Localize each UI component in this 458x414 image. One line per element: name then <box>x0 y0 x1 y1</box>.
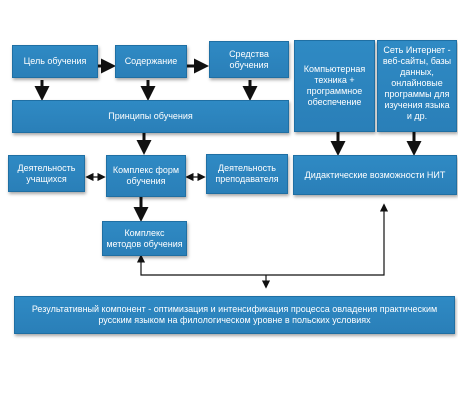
node-teacher-activity-label: Деятельность преподавателя <box>215 163 279 184</box>
node-computer-label: Компьютерная техника + программное обесп… <box>303 64 366 107</box>
node-methods-complex-label: Комплекс методов обучения <box>106 227 183 249</box>
node-result: Результативный компонент - оптимизация и… <box>14 296 455 334</box>
node-methods-complex: Комплекс методов обучения <box>102 221 187 256</box>
node-didactic: Дидактические возможности НИТ <box>293 155 457 195</box>
node-means: Средства обучения <box>209 41 289 78</box>
node-goal-label: Цель обучения <box>23 56 87 66</box>
node-internet: Сеть Интернет - веб-сайты, базы данных, … <box>377 40 457 132</box>
node-didactic-label: Дидактические возможности НИТ <box>304 169 446 180</box>
node-content: Содержание <box>115 45 187 78</box>
node-internet-label: Сеть Интернет - веб-сайты, базы данных, … <box>382 45 452 121</box>
node-computer: Компьютерная техника + программное обесп… <box>294 40 375 132</box>
node-result-label: Результативный компонент - оптимизация и… <box>31 304 438 325</box>
node-goal: Цель обучения <box>12 45 98 78</box>
connector-methods-didactic <box>136 203 389 276</box>
node-principles-label: Принципы обучения <box>108 111 193 121</box>
node-forms-complex: Комплекс форм обучения <box>106 155 186 197</box>
node-means-label: Средства обучения <box>229 48 269 70</box>
node-principles: Принципы обучения <box>12 100 289 133</box>
node-student-activity: Деятельность учащихся <box>8 155 85 192</box>
node-teacher-activity: Деятельность преподавателя <box>206 154 288 194</box>
node-forms-complex-label: Комплекс форм обучения <box>112 165 180 186</box>
node-student-activity-label: Деятельность учащихся <box>17 162 76 184</box>
node-content-label: Содержание <box>124 56 178 66</box>
